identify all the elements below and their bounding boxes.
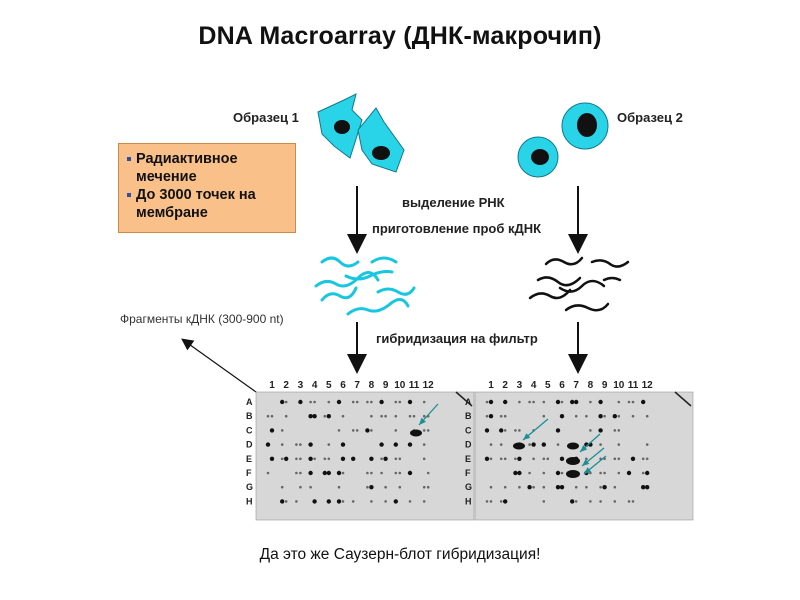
column-label: 6: [340, 380, 346, 391]
column-label: 4: [531, 380, 537, 391]
column-label: 12: [423, 380, 435, 391]
column-label: 3: [517, 380, 523, 391]
column-label: 5: [545, 380, 551, 391]
column-label: 8: [588, 380, 594, 391]
step-hybridization: гибридизация на фильтр: [376, 331, 538, 346]
note-item: Радиактивное мечение: [127, 150, 289, 186]
column-label: 3: [298, 380, 304, 391]
info-note-box: Радиактивное мечение До 3000 точек на ме…: [118, 143, 296, 233]
fragments-label: Фрагменты кДНК (300-900 nt): [120, 312, 284, 326]
cdna-black-icon: [528, 256, 630, 312]
row-label: G: [465, 482, 472, 492]
column-label: 8: [369, 380, 375, 391]
row-label: G: [246, 482, 253, 492]
column-label: 11: [409, 380, 420, 391]
slide-title: DNA Macroarray (ДНК-макрочип): [198, 22, 602, 50]
column-label: 5: [326, 380, 332, 391]
row-label: A: [246, 397, 253, 407]
row-label: F: [465, 468, 471, 478]
column-label: 12: [642, 380, 654, 391]
column-label: 9: [602, 380, 608, 391]
column-label: 2: [283, 380, 289, 391]
row-label: C: [465, 425, 472, 435]
sample2-cell-icon: [517, 102, 609, 178]
note-item: До 3000 точек на мембране: [127, 186, 289, 222]
column-label: 9: [383, 380, 389, 391]
column-label: 2: [502, 380, 508, 391]
row-label: D: [246, 440, 253, 450]
step-cdna-probes: приготовление проб кДНК: [372, 221, 542, 236]
sample1-cell-icon: [317, 93, 405, 173]
bottom-caption: Да это же Саузерн-блот гибридизация!: [259, 546, 541, 563]
column-label: 4: [312, 380, 318, 391]
row-label: F: [246, 468, 252, 478]
row-label: E: [246, 454, 252, 464]
column-label: 1: [269, 380, 275, 391]
row-label: C: [246, 425, 253, 435]
column-label: 7: [354, 380, 360, 391]
row-label: D: [465, 440, 472, 450]
sample2-label: Образец 2: [617, 110, 683, 125]
column-label: 11: [628, 380, 639, 391]
column-label: 10: [613, 380, 625, 391]
cdna-cyan-icon: [314, 256, 416, 316]
row-label: A: [465, 397, 472, 407]
column-label: 10: [394, 380, 406, 391]
row-label: E: [465, 454, 471, 464]
column-label: 6: [559, 380, 565, 391]
sample1-label: Образец 1: [233, 110, 299, 125]
row-label: B: [246, 411, 253, 421]
column-label: 1: [488, 380, 494, 391]
row-label: B: [465, 411, 472, 421]
row-label: H: [246, 496, 253, 506]
column-label: 7: [573, 380, 579, 391]
row-label: H: [465, 496, 472, 506]
step-rna-isolation: выделение РНК: [402, 195, 505, 210]
